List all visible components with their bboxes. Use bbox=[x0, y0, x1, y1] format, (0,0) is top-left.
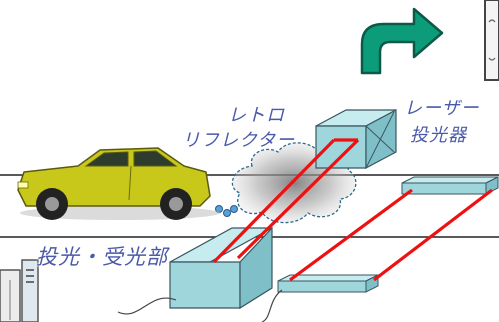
retro-reflector-label-line1: レトロ bbox=[228, 105, 285, 126]
monitor-equipment-partial bbox=[0, 259, 39, 322]
retro-reflector-box bbox=[315, 109, 397, 169]
laser-beam-right-pair bbox=[289, 188, 493, 282]
cables bbox=[117, 289, 283, 322]
transceiver-label: 投光・受光部 bbox=[36, 245, 168, 269]
laser-projector-label-line2: 投光器 bbox=[410, 125, 467, 146]
transceiver-unit-box bbox=[169, 226, 273, 310]
laser-projector-label-line1: レーザー bbox=[404, 98, 480, 119]
display-frame-partial bbox=[484, 0, 499, 81]
car-icon bbox=[17, 147, 220, 220]
laser-beam-left-pair bbox=[212, 138, 360, 264]
curved-right-arrow-icon bbox=[360, 7, 444, 75]
laser-projector-box bbox=[401, 176, 499, 195]
retro-reflector-label-line2: リフレクター bbox=[182, 130, 296, 151]
